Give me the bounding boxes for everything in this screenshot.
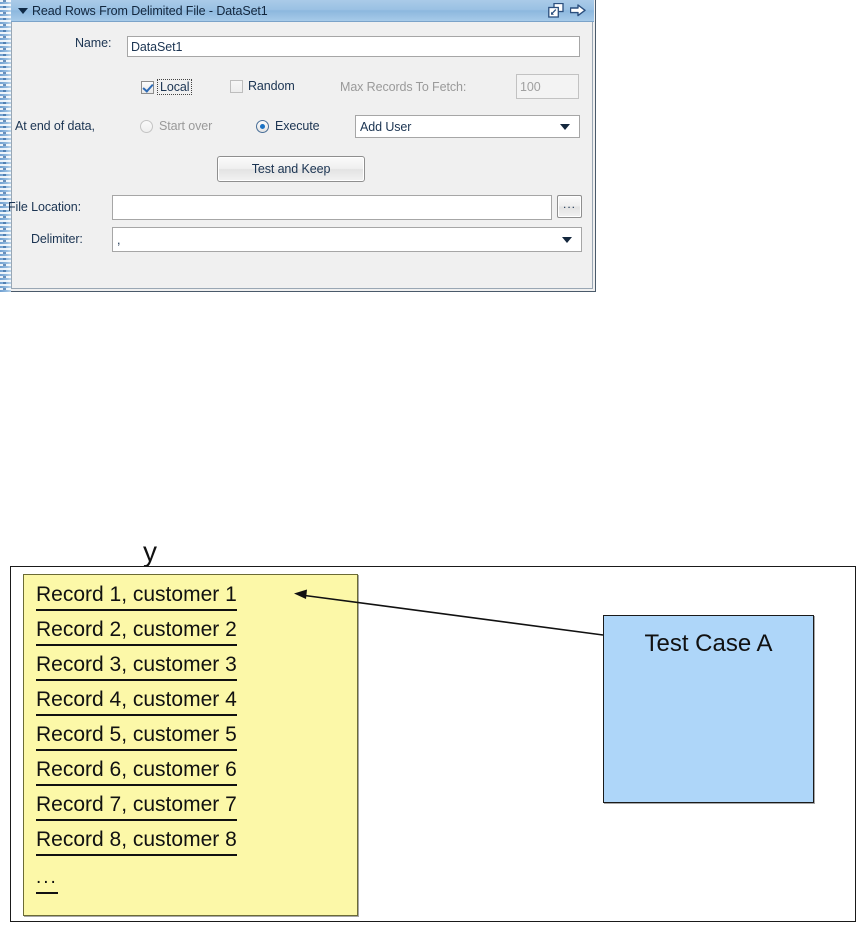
read-rows-panel: Read Rows From Delimited File - DataSet1… xyxy=(0,0,596,292)
diagram-frame: Record 1, customer 1 Record 2, customer … xyxy=(10,566,856,922)
record-3[interactable]: Record 3, customer 3 xyxy=(36,653,237,681)
record-2[interactable]: Record 2, customer 2 xyxy=(36,618,237,646)
panel-titlebar[interactable]: Read Rows From Delimited File - DataSet1 xyxy=(11,0,594,22)
go-arrow-icon[interactable] xyxy=(569,4,586,17)
delimiter-label: Delimiter: xyxy=(31,232,83,246)
test-case-a-box[interactable]: Test Case A xyxy=(603,615,814,803)
max-records-label-wrap: Max Records To Fetch: xyxy=(340,80,466,94)
record-8[interactable]: Record 8, customer 8 xyxy=(36,828,237,856)
panel-title: Read Rows From Delimited File - DataSet1 xyxy=(32,3,268,18)
titlebar-icons xyxy=(548,2,586,18)
record-ellipsis[interactable]: ... xyxy=(36,866,58,894)
name-input[interactable]: DataSet1 xyxy=(127,36,580,57)
delimiter-value: , xyxy=(117,232,121,247)
max-records-label: Max Records To Fetch: xyxy=(340,80,467,94)
local-checkbox-group[interactable]: Local xyxy=(141,79,193,95)
random-checkbox-label[interactable]: Random xyxy=(248,79,295,93)
record-7[interactable]: Record 7, customer 7 xyxy=(36,793,237,821)
end-of-data-label-wrap: At end of data, xyxy=(15,119,95,133)
test-and-keep-label: Test and Keep xyxy=(251,162,331,176)
name-row: Name: xyxy=(75,36,111,50)
local-checkbox-label[interactable]: Local xyxy=(157,79,193,95)
chevron-down-icon[interactable] xyxy=(560,123,570,130)
execute-radio[interactable] xyxy=(256,119,269,133)
clipped-heading-fragment: y xyxy=(143,538,157,567)
record-6[interactable]: Record 6, customer 6 xyxy=(36,758,237,786)
chevron-down-icon[interactable] xyxy=(562,236,572,243)
start-over-radio-group[interactable]: Start over xyxy=(140,119,212,133)
action-dropdown[interactable]: Add User xyxy=(355,115,580,138)
name-label: Name: xyxy=(75,36,112,50)
random-checkbox[interactable] xyxy=(230,79,243,93)
record-4[interactable]: Record 4, customer 4 xyxy=(36,688,237,716)
file-location-label-wrap: File Location: xyxy=(8,200,81,214)
execute-radio-group[interactable]: Execute xyxy=(256,119,320,133)
delimiter-label-wrap: Delimiter: xyxy=(31,232,83,246)
triangle-down-icon[interactable] xyxy=(18,7,28,14)
start-over-label[interactable]: Start over xyxy=(159,119,213,133)
data-source-box: Record 1, customer 1 Record 2, customer … xyxy=(23,574,358,916)
record-1[interactable]: Record 1, customer 1 xyxy=(36,583,237,611)
start-over-radio[interactable] xyxy=(140,119,153,133)
test-case-a-label: Test Case A xyxy=(644,630,773,657)
local-checkbox[interactable] xyxy=(141,80,154,94)
test-and-keep-button[interactable]: Test and Keep xyxy=(217,156,365,182)
file-location-input[interactable] xyxy=(112,195,552,220)
random-checkbox-group[interactable]: Random xyxy=(230,79,295,93)
file-location-label: File Location: xyxy=(8,200,81,214)
action-dropdown-value: Add User xyxy=(360,119,412,134)
max-records-input[interactable]: 100 xyxy=(516,74,579,99)
max-records-value: 100 xyxy=(520,79,541,94)
browse-ellipsis-icon: ... xyxy=(562,196,576,211)
browse-button[interactable]: ... xyxy=(557,195,582,218)
name-input-value: DataSet1 xyxy=(131,39,183,54)
record-5[interactable]: Record 5, customer 5 xyxy=(36,723,237,751)
execute-label[interactable]: Execute xyxy=(275,119,320,133)
detach-restore-icon[interactable] xyxy=(548,2,565,18)
panel-drag-handle[interactable] xyxy=(0,0,11,292)
end-of-data-label: At end of data, xyxy=(15,119,95,133)
delimiter-dropdown[interactable]: , xyxy=(112,227,582,252)
